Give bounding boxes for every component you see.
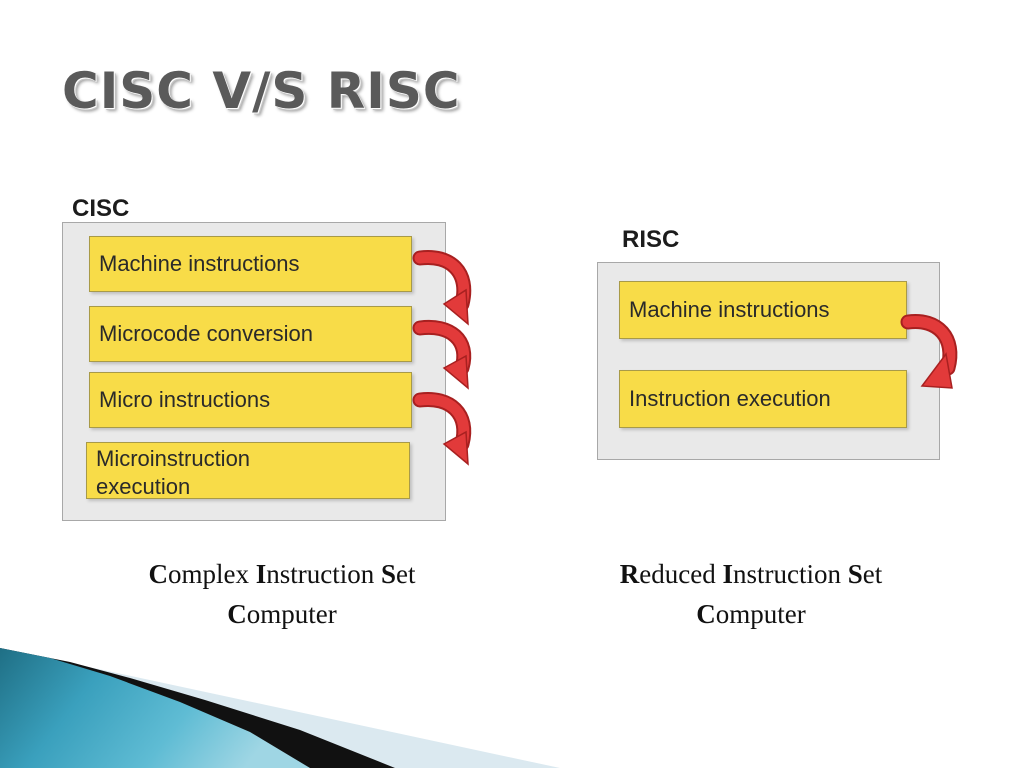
teal-wedge (0, 648, 310, 768)
caption-word: nstruction (266, 559, 381, 589)
risc-panel: Machine instructions Instruction executi… (597, 262, 940, 460)
flow-arrow-icon (412, 391, 472, 466)
caption-initial: S (847, 559, 863, 589)
flow-arrow-icon (412, 249, 472, 326)
caption-word: nstruction (732, 559, 848, 589)
caption-initial: C (696, 599, 716, 629)
caption-word: et (862, 559, 883, 589)
caption-initial: C (227, 599, 247, 629)
slide-title: CISC V/S RISC (62, 62, 461, 120)
flow-arrow-icon (900, 314, 958, 389)
caption-initial: R (619, 559, 640, 589)
cisc-label: CISC (72, 195, 130, 222)
risc-step-instruction-execution: Instruction execution (619, 370, 907, 428)
cisc-step-microcode-conversion: Microcode conversion (89, 306, 412, 362)
caption-initial: I (722, 559, 733, 589)
caption-initial: S (380, 559, 397, 589)
caption-word: et (396, 559, 416, 589)
caption-word: omputer (715, 599, 806, 629)
cisc-step-microinstruction-execution: Microinstruction execution (86, 442, 410, 499)
caption-word: educed (639, 559, 723, 589)
risc-step-machine-instructions: Machine instructions (619, 281, 907, 339)
caption-initial: C (148, 559, 168, 589)
caption-word: omputer (246, 599, 337, 629)
cisc-step-machine-instructions: Machine instructions (89, 236, 412, 292)
caption-initial: I (255, 559, 267, 589)
cisc-panel: Machine instructions Microcode conversio… (62, 222, 446, 521)
flow-arrow-icon (412, 319, 472, 390)
risc-label: RISC (622, 226, 680, 253)
caption-word: omplex (167, 559, 256, 589)
cisc-step-micro-instructions: Micro instructions (89, 372, 412, 428)
